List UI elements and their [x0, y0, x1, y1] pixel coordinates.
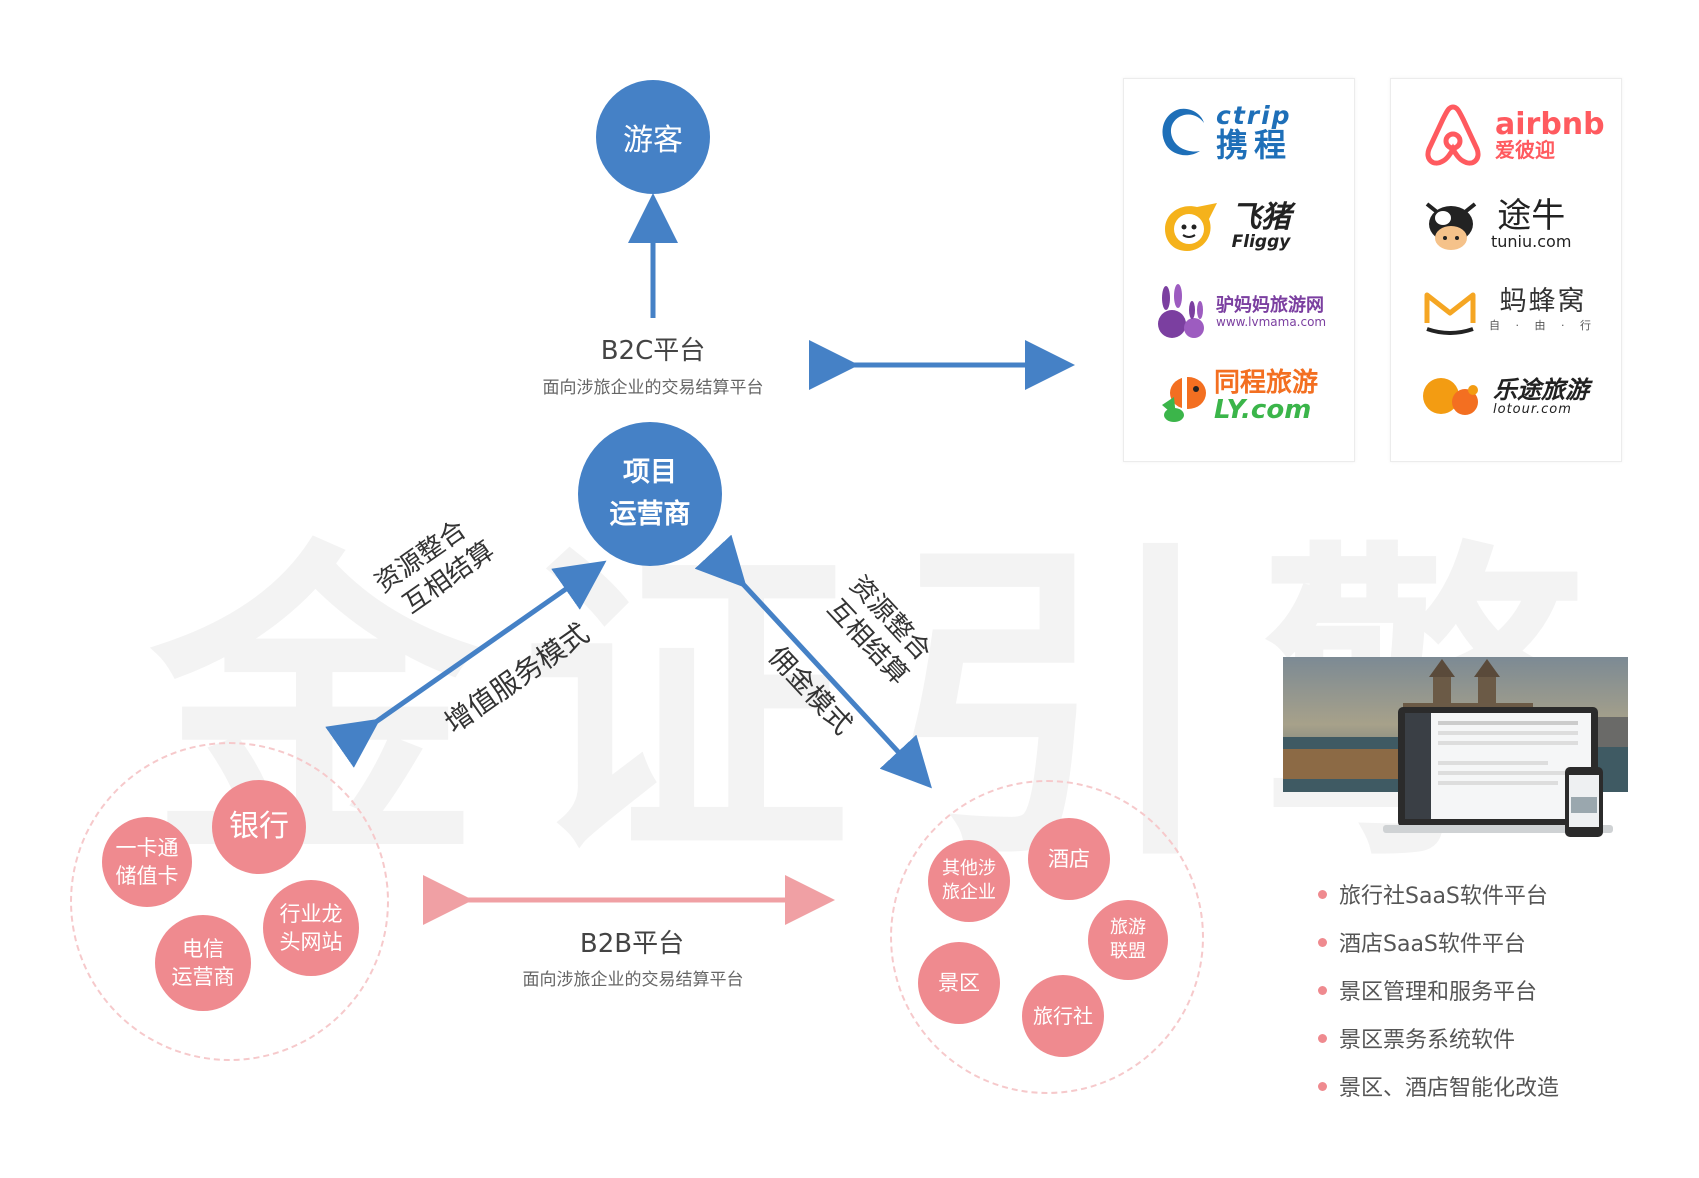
ctrip-en: ctrip [1216, 101, 1292, 131]
lvmama-cn: 驴妈妈旅游网 [1216, 295, 1324, 317]
other-enterprise-label-1: 其他涉 [942, 857, 996, 879]
tower-bridge-devices-image [1283, 657, 1628, 837]
mafengwo-sub: 自 · 由 · 行 [1489, 319, 1597, 333]
bank-label: 银行 [229, 808, 289, 844]
fliggy-en: Fliggy [1231, 231, 1291, 252]
tourist-label: 游客 [623, 123, 683, 158]
lotour-logo: 乐途旅游 lotour.com [1419, 372, 1589, 422]
feature-text: 酒店SaaS软件平台 [1339, 932, 1526, 957]
lvmama-logo: 驴妈妈旅游网 www.lvmama.com [1154, 284, 1326, 342]
telecom-label-2: 运营商 [171, 965, 235, 989]
scenic-label: 景区 [938, 970, 980, 995]
hotel-node: 酒店 [1028, 818, 1110, 900]
portal-node: 行业龙 头网站 [263, 880, 359, 976]
donkey-icon [1158, 284, 1204, 338]
tuniu-en: tuniu.com [1491, 232, 1572, 252]
b2b-title: B2B平台 [579, 929, 685, 959]
lvmama-en: www.lvmama.com [1216, 315, 1327, 330]
bullet-icon [1318, 1081, 1327, 1091]
arrow-left-diagonal [325, 560, 607, 768]
ctrip-logo: ctrip 携程 [1154, 101, 1293, 165]
fliggy-cn: 飞猪 [1231, 200, 1291, 236]
card-label-2: 储值卡 [115, 864, 179, 888]
ctrip-cn: 携程 [1216, 126, 1293, 165]
cow-icon [1425, 202, 1477, 250]
alliance-label-2: 联盟 [1110, 941, 1146, 962]
tourist-node: 游客 [596, 80, 710, 194]
telecom-label-1: 电信 [182, 936, 224, 961]
portal-label-1: 行业龙 [279, 901, 343, 926]
airbnb-logo: airbnb 爱彼迎 [1421, 101, 1605, 169]
airbnb-cn: 爱彼迎 [1495, 138, 1555, 163]
card-label-1: 一卡通 [115, 835, 179, 860]
lotour-icon [1423, 378, 1478, 415]
agency-node: 旅行社 [1022, 975, 1104, 1057]
left-cluster-circle [70, 742, 389, 1061]
operator-label-2: 运营商 [609, 499, 691, 530]
airbnb-en: airbnb [1495, 106, 1605, 142]
lotour-cn: 乐途旅游 [1493, 375, 1589, 404]
bullet-icon [1318, 937, 1327, 947]
bullet-icon [1318, 889, 1327, 899]
portal-label-2: 头网站 [279, 930, 343, 954]
feature-text: 旅行社SaaS软件平台 [1339, 884, 1548, 909]
operator-label-1: 项目 [623, 457, 677, 489]
scenic-node: 景区 [918, 942, 1000, 1024]
right-cluster-circle [890, 780, 1204, 1094]
hotel-label: 酒店 [1048, 846, 1090, 871]
other-enterprise-label-2: 旅企业 [942, 882, 996, 903]
ly-cn: 同程旅游 [1214, 367, 1319, 398]
feature-item: 景区管理和服务平台 [1318, 966, 1559, 1014]
b2b-subtitle: 面向涉旅企业的交易结算平台 [522, 970, 744, 990]
bank-node: 银行 [212, 780, 306, 874]
logo-panel-left: ctrip 携程 飞猪 Fliggy 驴妈妈旅游网 www.lvmam [1123, 78, 1355, 462]
fliggy-pig-icon [1165, 203, 1217, 251]
ly-logo: 同程旅游 LY.com [1158, 369, 1318, 425]
tuniu-cn: 途牛 [1497, 195, 1566, 236]
feature-text: 景区票务系统软件 [1339, 1028, 1516, 1053]
logo-panel-right: airbnb 爱彼迎 途牛 tuniu.com 蚂蜂窝 自 · 由 · 行 [1390, 78, 1622, 462]
mafengwo-cn: 蚂蜂窝 [1499, 286, 1587, 318]
b2c-title: B2C平台 [600, 336, 706, 366]
telecom-node: 电信 运营商 [155, 915, 251, 1011]
ly-en: LY.com [1214, 395, 1312, 425]
bullet-icon [1318, 1033, 1327, 1043]
device-illustration [1283, 657, 1628, 840]
b2c-subtitle: 面向涉旅企业的交易结算平台 [542, 378, 764, 398]
clownfish-icon [1162, 377, 1206, 422]
fliggy-logo: 飞猪 Fliggy [1157, 199, 1291, 255]
alliance-node: 旅游 联盟 [1088, 900, 1168, 980]
dolphin-icon [1162, 108, 1204, 156]
feature-item: 酒店SaaS软件平台 [1318, 918, 1559, 966]
mafengwo-icon [1424, 292, 1476, 335]
feature-list: 旅行社SaaS软件平台 酒店SaaS软件平台 景区管理和服务平台 景区票务系统软… [1318, 870, 1559, 1110]
card-node: 一卡通 储值卡 [102, 817, 192, 907]
other-enterprise-node: 其他涉 旅企业 [928, 840, 1010, 922]
operator-node: 项目 运营商 [578, 422, 722, 566]
feature-text: 景区、酒店智能化改造 [1339, 1076, 1560, 1101]
agency-label: 旅行社 [1033, 1003, 1093, 1028]
feature-item: 旅行社SaaS软件平台 [1318, 870, 1559, 918]
feature-item: 景区、酒店智能化改造 [1318, 1062, 1559, 1110]
bullet-icon [1318, 985, 1327, 995]
lotour-en: lotour.com [1493, 401, 1572, 417]
alliance-label-1: 旅游 [1110, 916, 1146, 938]
arrow-right-diagonal [694, 534, 932, 789]
feature-item: 景区票务系统软件 [1318, 1014, 1559, 1062]
airbnb-icon [1425, 104, 1481, 166]
tuniu-logo: 途牛 tuniu.com [1421, 194, 1571, 256]
feature-text: 景区管理和服务平台 [1339, 980, 1538, 1005]
mafengwo-logo: 蚂蜂窝 自 · 由 · 行 [1421, 285, 1597, 335]
